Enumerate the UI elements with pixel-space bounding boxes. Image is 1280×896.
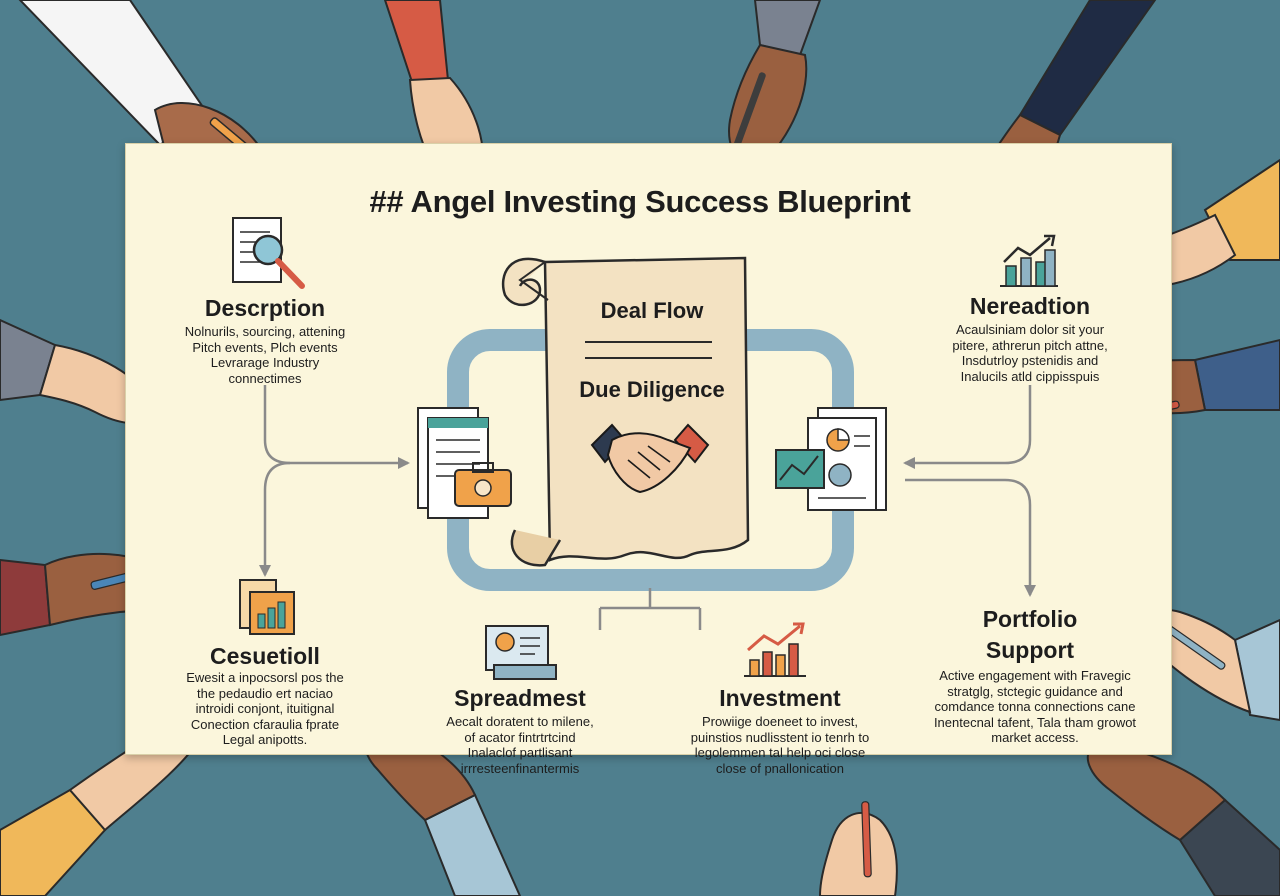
section-desc-top-left: Nolnurils, sourcing, attening Pitch even… <box>184 324 346 386</box>
due-diligence-label: Due Diligence <box>579 377 725 402</box>
section-heading-top-left: Descrption <box>204 295 326 321</box>
bar-chart-icon <box>239 579 295 635</box>
section-desc-top-right: Acaulsiniam dolor sit your pitere, athre… <box>952 322 1108 384</box>
handshake-icon <box>590 423 710 494</box>
flow-connectors <box>259 385 1036 630</box>
section-heading-bottom-mid-right: Investment <box>719 685 841 711</box>
red-pencil-icon <box>861 801 872 878</box>
section-heading-mid-left: Cesuetioll <box>210 643 320 669</box>
arm-bottom-left <box>0 788 107 896</box>
deal-flow-label: Deal Flow <box>600 298 704 323</box>
section-heading-bottom-mid-left: Spreadmest <box>454 685 586 711</box>
section-desc-right: Active engagement with Fravegic stratglg… <box>933 668 1137 745</box>
section-desc-bottom-mid-right: Prowiige doeneet to invest, puinstios nu… <box>690 714 870 776</box>
section-heading-right: Portfolio Support <box>982 606 1078 663</box>
magnifier-document-icon <box>232 217 305 289</box>
document-pie-chart-icon <box>775 407 887 511</box>
document-briefcase-icon <box>417 407 512 519</box>
section-heading-top-right: Nereadtion <box>969 293 1091 319</box>
growth-chart-icon <box>1000 234 1058 287</box>
diagram-title: ## Angel Investing Success Blueprint <box>369 184 911 219</box>
scroll <box>501 256 750 567</box>
hand-bottom-right <box>1086 743 1227 842</box>
investment-growth-icon <box>744 622 806 677</box>
presentation-chart-icon <box>485 625 557 680</box>
pen-icon <box>733 72 766 149</box>
section-desc-mid-left: Ewesit a inpocsorsl pos the the pedaudio… <box>186 670 344 747</box>
section-desc-bottom-mid-left: Aecalt doratent to milene, of acator fin… <box>446 714 594 776</box>
hand-bottom-center <box>818 811 898 896</box>
